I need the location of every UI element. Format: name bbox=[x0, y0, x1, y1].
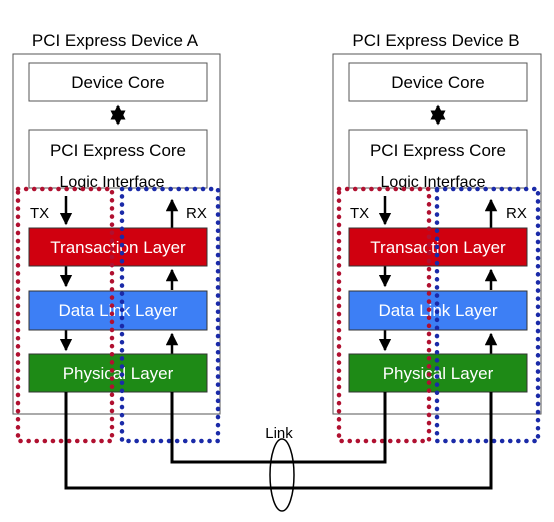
link: Link bbox=[64, 392, 493, 512]
device-a-data-link-layer bbox=[28, 290, 208, 331]
device-a-data-link-layer-label: Data Link Layer bbox=[58, 301, 177, 320]
device-b-physical-layer-label: Physical Layer bbox=[383, 364, 494, 383]
link-label: Link bbox=[265, 425, 293, 442]
device-b-logic-line2: Logic Interface bbox=[381, 174, 486, 191]
device-b-core-label: Device Core bbox=[391, 73, 485, 92]
device-b-tx-label: TX bbox=[350, 205, 369, 222]
device-a-tx-label: TX bbox=[30, 205, 49, 222]
device-a-outline bbox=[12, 53, 221, 415]
device-b-logic-line1: PCI Express Core bbox=[370, 141, 506, 160]
device-b: PCI Express Device B Device Core PCI Exp… bbox=[332, 31, 542, 444]
device-a-core-box bbox=[28, 62, 208, 102]
device-a-title: PCI Express Device A bbox=[32, 31, 199, 50]
device-a-logic-box bbox=[28, 129, 208, 189]
device-a-physical-layer bbox=[28, 353, 208, 393]
device-a-core-label: Device Core bbox=[71, 73, 165, 92]
device-a-tx-dotted-region bbox=[15, 186, 115, 444]
device-b-outline bbox=[332, 53, 542, 415]
link-lane-b-to-a bbox=[170, 392, 387, 464]
device-a-rx-label: RX bbox=[186, 205, 207, 222]
device-b-rx-dotted-region bbox=[434, 186, 541, 444]
device-a-physical-layer-label: Physical Layer bbox=[63, 364, 174, 383]
device-a-transaction-layer bbox=[28, 227, 208, 267]
device-a-rx-dotted-region bbox=[119, 186, 221, 444]
device-b-core-box bbox=[348, 62, 528, 102]
device-a-logic-line2: Logic Interface bbox=[60, 174, 165, 191]
device-a-transaction-layer-label: Transaction Layer bbox=[50, 238, 186, 257]
device-b-logic-box bbox=[348, 129, 528, 189]
device-b-rx-label: RX bbox=[506, 205, 527, 222]
device-a: PCI Express Device A Device Core PCI Exp… bbox=[12, 31, 221, 444]
link-bundle-ellipse bbox=[269, 438, 295, 512]
link-lane-a-to-b bbox=[64, 392, 493, 490]
device-b-title: PCI Express Device B bbox=[352, 31, 519, 50]
device-a-logic-line1: PCI Express Core bbox=[50, 141, 186, 160]
